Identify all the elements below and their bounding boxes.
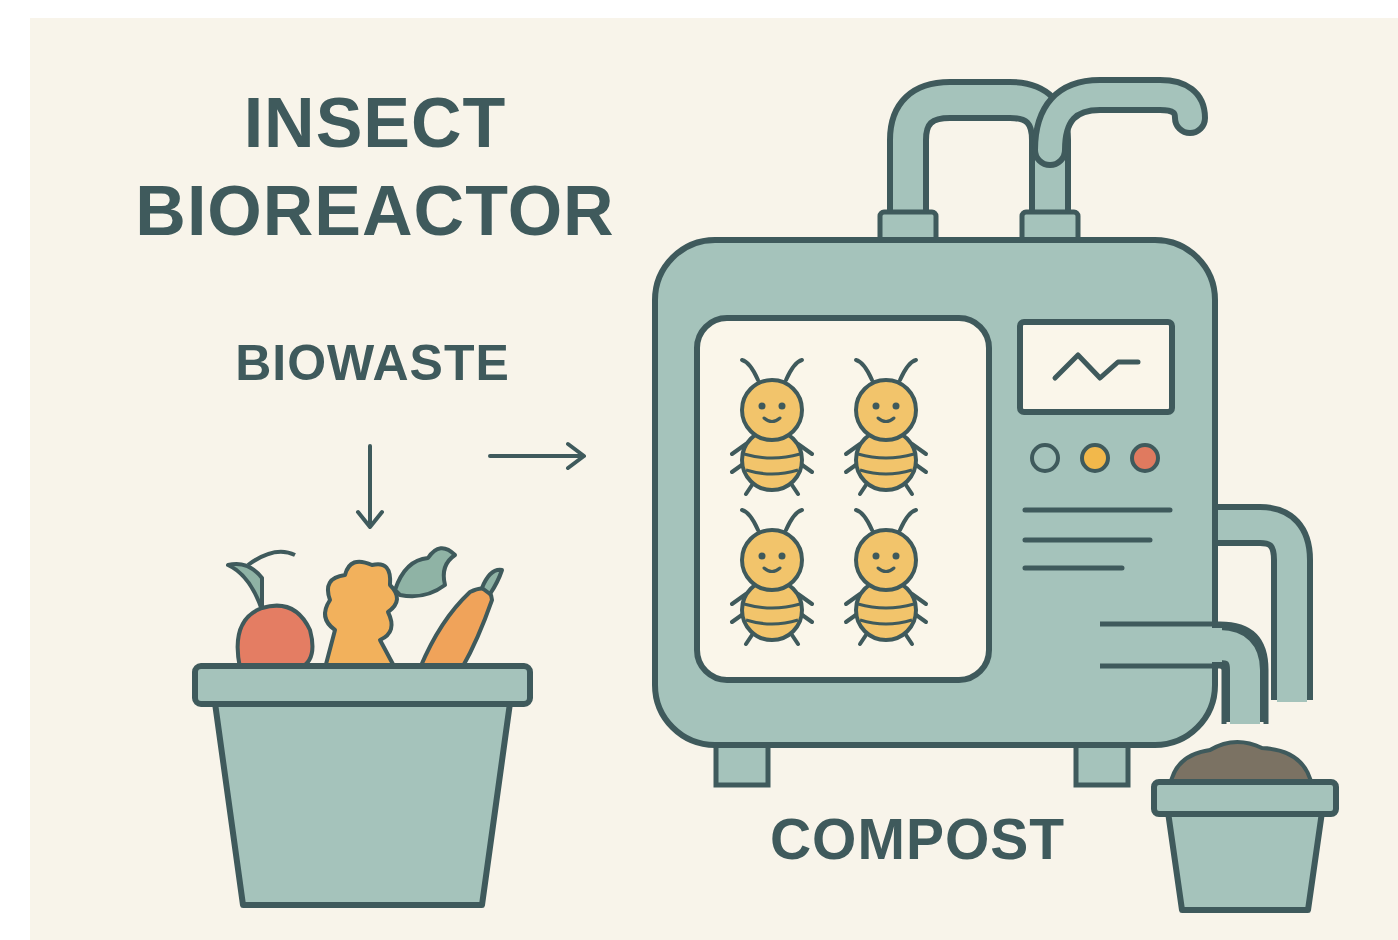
larva — [732, 360, 812, 494]
input-label: BIOWASTE — [200, 336, 545, 391]
leaf — [228, 564, 262, 610]
output-label: COMPOST — [740, 808, 1095, 871]
down-arrow — [358, 446, 382, 527]
diagram-title: INSECT BIOREACTOR — [110, 80, 640, 255]
larva — [732, 510, 812, 644]
pot-rim — [1154, 782, 1336, 814]
outlet-outline — [1100, 624, 1266, 724]
indicator-light — [1082, 445, 1108, 471]
pot-body — [1168, 812, 1322, 910]
apple — [238, 606, 313, 668]
bioreactor-machine — [655, 240, 1266, 785]
panel-lines — [1025, 510, 1170, 568]
stem — [248, 552, 295, 565]
bin-rim — [195, 666, 530, 704]
carrot — [420, 588, 492, 668]
indicator-light — [1132, 445, 1158, 471]
outlet-fill — [1104, 628, 1222, 662]
larva — [846, 360, 926, 494]
compost-pot — [1154, 742, 1336, 910]
top-pipes — [880, 95, 1190, 244]
bin-body — [215, 703, 510, 905]
screen-graph — [1055, 355, 1138, 378]
flow-arrows — [358, 444, 584, 527]
right-arrow — [490, 444, 584, 468]
pipe — [1050, 95, 1190, 150]
background-panel — [30, 18, 1398, 940]
ginger — [325, 562, 397, 668]
indicator-light — [1032, 445, 1058, 471]
biowaste-bin — [195, 548, 530, 905]
larva — [846, 510, 926, 644]
leaf — [395, 548, 455, 596]
carrot-top — [482, 570, 502, 594]
machine-body — [655, 240, 1215, 745]
viewing-window — [697, 318, 989, 680]
pipe — [1050, 95, 1190, 150]
display-screen — [1020, 322, 1172, 412]
